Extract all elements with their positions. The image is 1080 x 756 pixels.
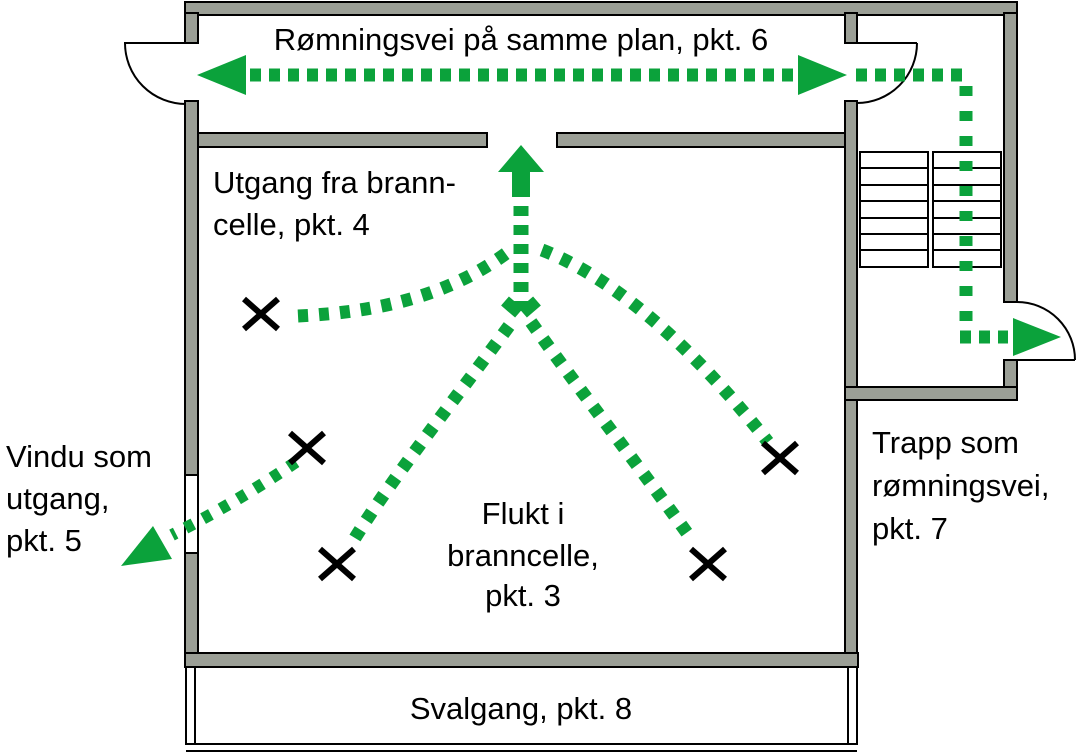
wall-right-lower xyxy=(1003,359,1018,391)
x-mark xyxy=(761,440,799,476)
wall-left-lower xyxy=(184,552,199,656)
label-exit-from-fire-cell-line1: Utgang fra brann- xyxy=(213,165,456,200)
x-mark xyxy=(318,546,356,582)
occupant-marks xyxy=(242,296,799,582)
doors xyxy=(124,42,1076,361)
escape-routes xyxy=(169,68,1008,544)
route-from-x-lower-left xyxy=(349,318,518,542)
x-mark xyxy=(242,296,280,332)
door-top-left-swing-arc xyxy=(124,42,187,105)
label-escape-inside-fire-cell-line3: pkt. 3 xyxy=(485,578,561,613)
wall-left-middle xyxy=(184,100,199,476)
route-convergence-chevron xyxy=(501,296,541,318)
arrow-exit-right-icon xyxy=(1013,318,1061,356)
gallery-walkway xyxy=(185,666,858,752)
walls xyxy=(184,1,1018,668)
route-from-x-upper-left xyxy=(297,246,512,323)
label-escape-inside-fire-cell-line2: branncelle, xyxy=(447,538,599,573)
x-mark xyxy=(288,430,326,466)
arrow-window-exit-icon xyxy=(121,526,172,566)
label-stair-as-escape-route-line2: rømningsvei, xyxy=(872,468,1049,503)
route-from-x-lower-right xyxy=(525,318,698,544)
label-escape-route-same-floor: Rømningsvei på samme plan, pkt. 6 xyxy=(274,22,769,57)
label-window-as-exit-line3: pkt. 5 xyxy=(6,523,82,558)
wall-room-bottom xyxy=(184,652,859,668)
labels: Rømningsvei på samme plan, pkt. 6 Utgang… xyxy=(6,22,1049,726)
route-through-window xyxy=(169,457,300,541)
window-symbol xyxy=(184,474,199,554)
stair-flight-left xyxy=(859,151,929,268)
label-exit-from-fire-cell-line2: celle, pkt. 4 xyxy=(213,207,370,242)
x-mark xyxy=(689,546,727,582)
label-stair-as-escape-route-line1: Trapp som xyxy=(872,425,1019,460)
wall-right-upper xyxy=(1003,12,1018,303)
gallery-outer-rect xyxy=(185,666,858,745)
wall-left-upper-stub xyxy=(184,12,199,44)
route-from-x-right xyxy=(539,243,774,447)
route-arrowheads xyxy=(121,55,1061,566)
wall-corridor-right-segment xyxy=(556,132,846,148)
staircase xyxy=(859,151,1002,268)
door-corridor-to-stair-swing-arc xyxy=(856,42,918,104)
stair-flight-right xyxy=(932,151,1002,268)
label-escape-inside-fire-cell-line1: Flukt i xyxy=(482,496,565,531)
door-stair-exit-swing-arc xyxy=(1016,301,1076,361)
wall-corridor-left-segment xyxy=(197,132,488,148)
wall-stair-shaft-bottom xyxy=(844,386,1018,401)
wall-divider-top-stub xyxy=(844,12,858,44)
label-window-as-exit-line1: Vindu som xyxy=(6,439,152,474)
arrow-right-icon xyxy=(798,55,847,95)
label-window-as-exit-line2: utgang, xyxy=(6,481,109,516)
wall-top xyxy=(184,1,1018,16)
wall-divider-main xyxy=(844,100,858,656)
label-gallery-walkway: Svalgang, pkt. 8 xyxy=(410,691,632,726)
arrow-left-icon xyxy=(197,55,246,95)
label-stair-as-escape-route-line3: pkt. 7 xyxy=(872,511,948,546)
stair-treads xyxy=(860,167,1001,251)
arrow-up-through-door-icon xyxy=(498,145,544,197)
